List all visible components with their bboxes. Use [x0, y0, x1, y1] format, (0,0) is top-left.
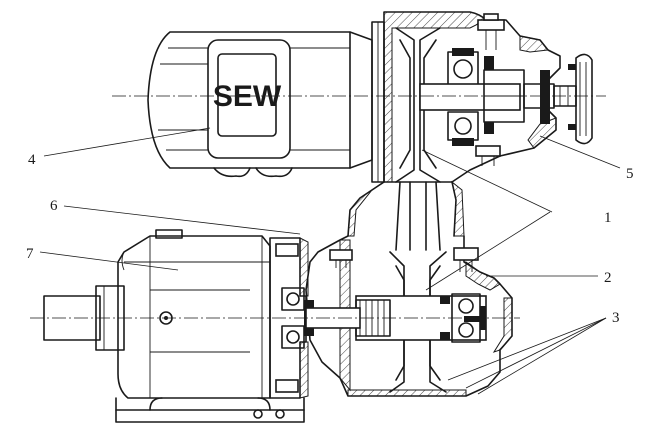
- upper-variator-housing: [383, 11, 561, 183]
- motor: SEW: [147, 21, 385, 183]
- adjustment-handwheel: [523, 53, 593, 145]
- callout-5: 5: [626, 166, 634, 182]
- callout-7: 7: [26, 246, 34, 262]
- v-belt: [347, 180, 465, 251]
- leader-lines: [39, 127, 621, 395]
- logo-plate: [207, 39, 291, 159]
- callout-1: 1: [604, 210, 612, 226]
- callout-6: 6: [50, 198, 58, 214]
- logo-text: SEW: [213, 80, 282, 113]
- gearbox: [43, 229, 305, 423]
- callout-2: 2: [604, 270, 612, 286]
- callout-4: 4: [28, 152, 36, 168]
- callout-3: 3: [612, 310, 620, 326]
